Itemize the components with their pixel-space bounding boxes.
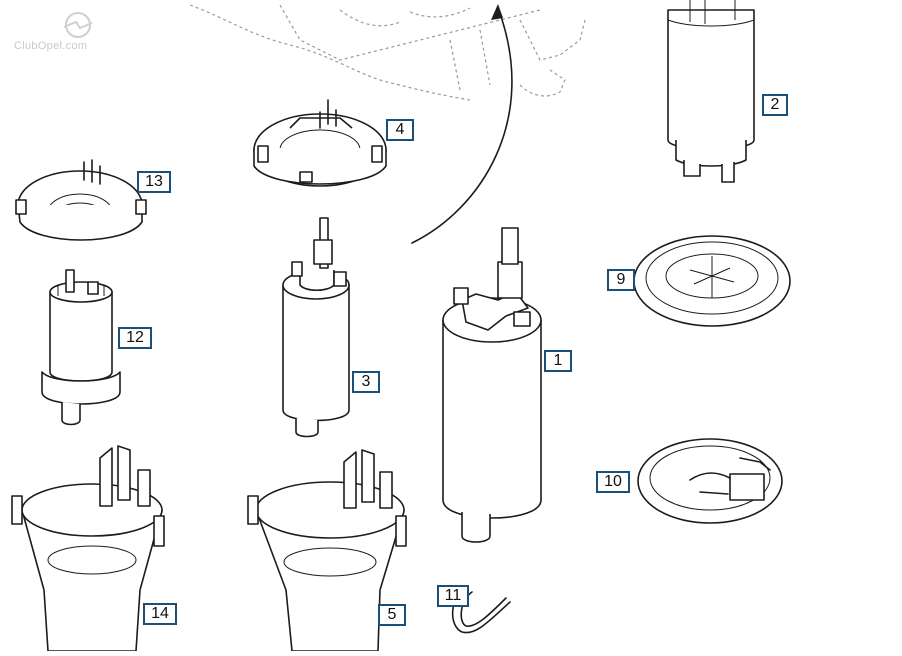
callout-4: 4: [386, 119, 414, 141]
opel-logo-icon: [63, 12, 93, 38]
part-1-fuel-pump: [442, 227, 542, 543]
part-12-fuel-pump: [41, 269, 121, 426]
watermark-text: ClubOpel.com: [14, 40, 88, 52]
callout-10: 10: [596, 471, 630, 493]
callout-14: 14: [143, 603, 177, 625]
part-9-cover-plate: [633, 235, 791, 327]
part-3-fuel-pump: [282, 217, 350, 438]
callout-1: 1: [544, 350, 572, 372]
callout-11: 11: [437, 585, 469, 607]
part-5-pump-housing: [247, 449, 407, 652]
callout-5: 5: [378, 604, 406, 626]
part-10-flange-plate: [637, 438, 783, 524]
part-4-retaining-ring: [253, 99, 387, 187]
callout-12: 12: [118, 327, 152, 349]
part-14-pump-housing: [11, 445, 165, 652]
part-13-retaining-ring: [15, 159, 147, 241]
callout-2: 2: [762, 94, 788, 116]
assembly-arrow: [411, 4, 513, 244]
callout-3: 3: [352, 371, 380, 393]
part-2-pump-cartridge: [667, 0, 755, 183]
callout-13: 13: [137, 171, 171, 193]
fuel-tank-ghost-outline: [189, 4, 586, 101]
watermark-logo: ClubOpel.com: [12, 10, 122, 54]
callout-9: 9: [607, 269, 635, 291]
